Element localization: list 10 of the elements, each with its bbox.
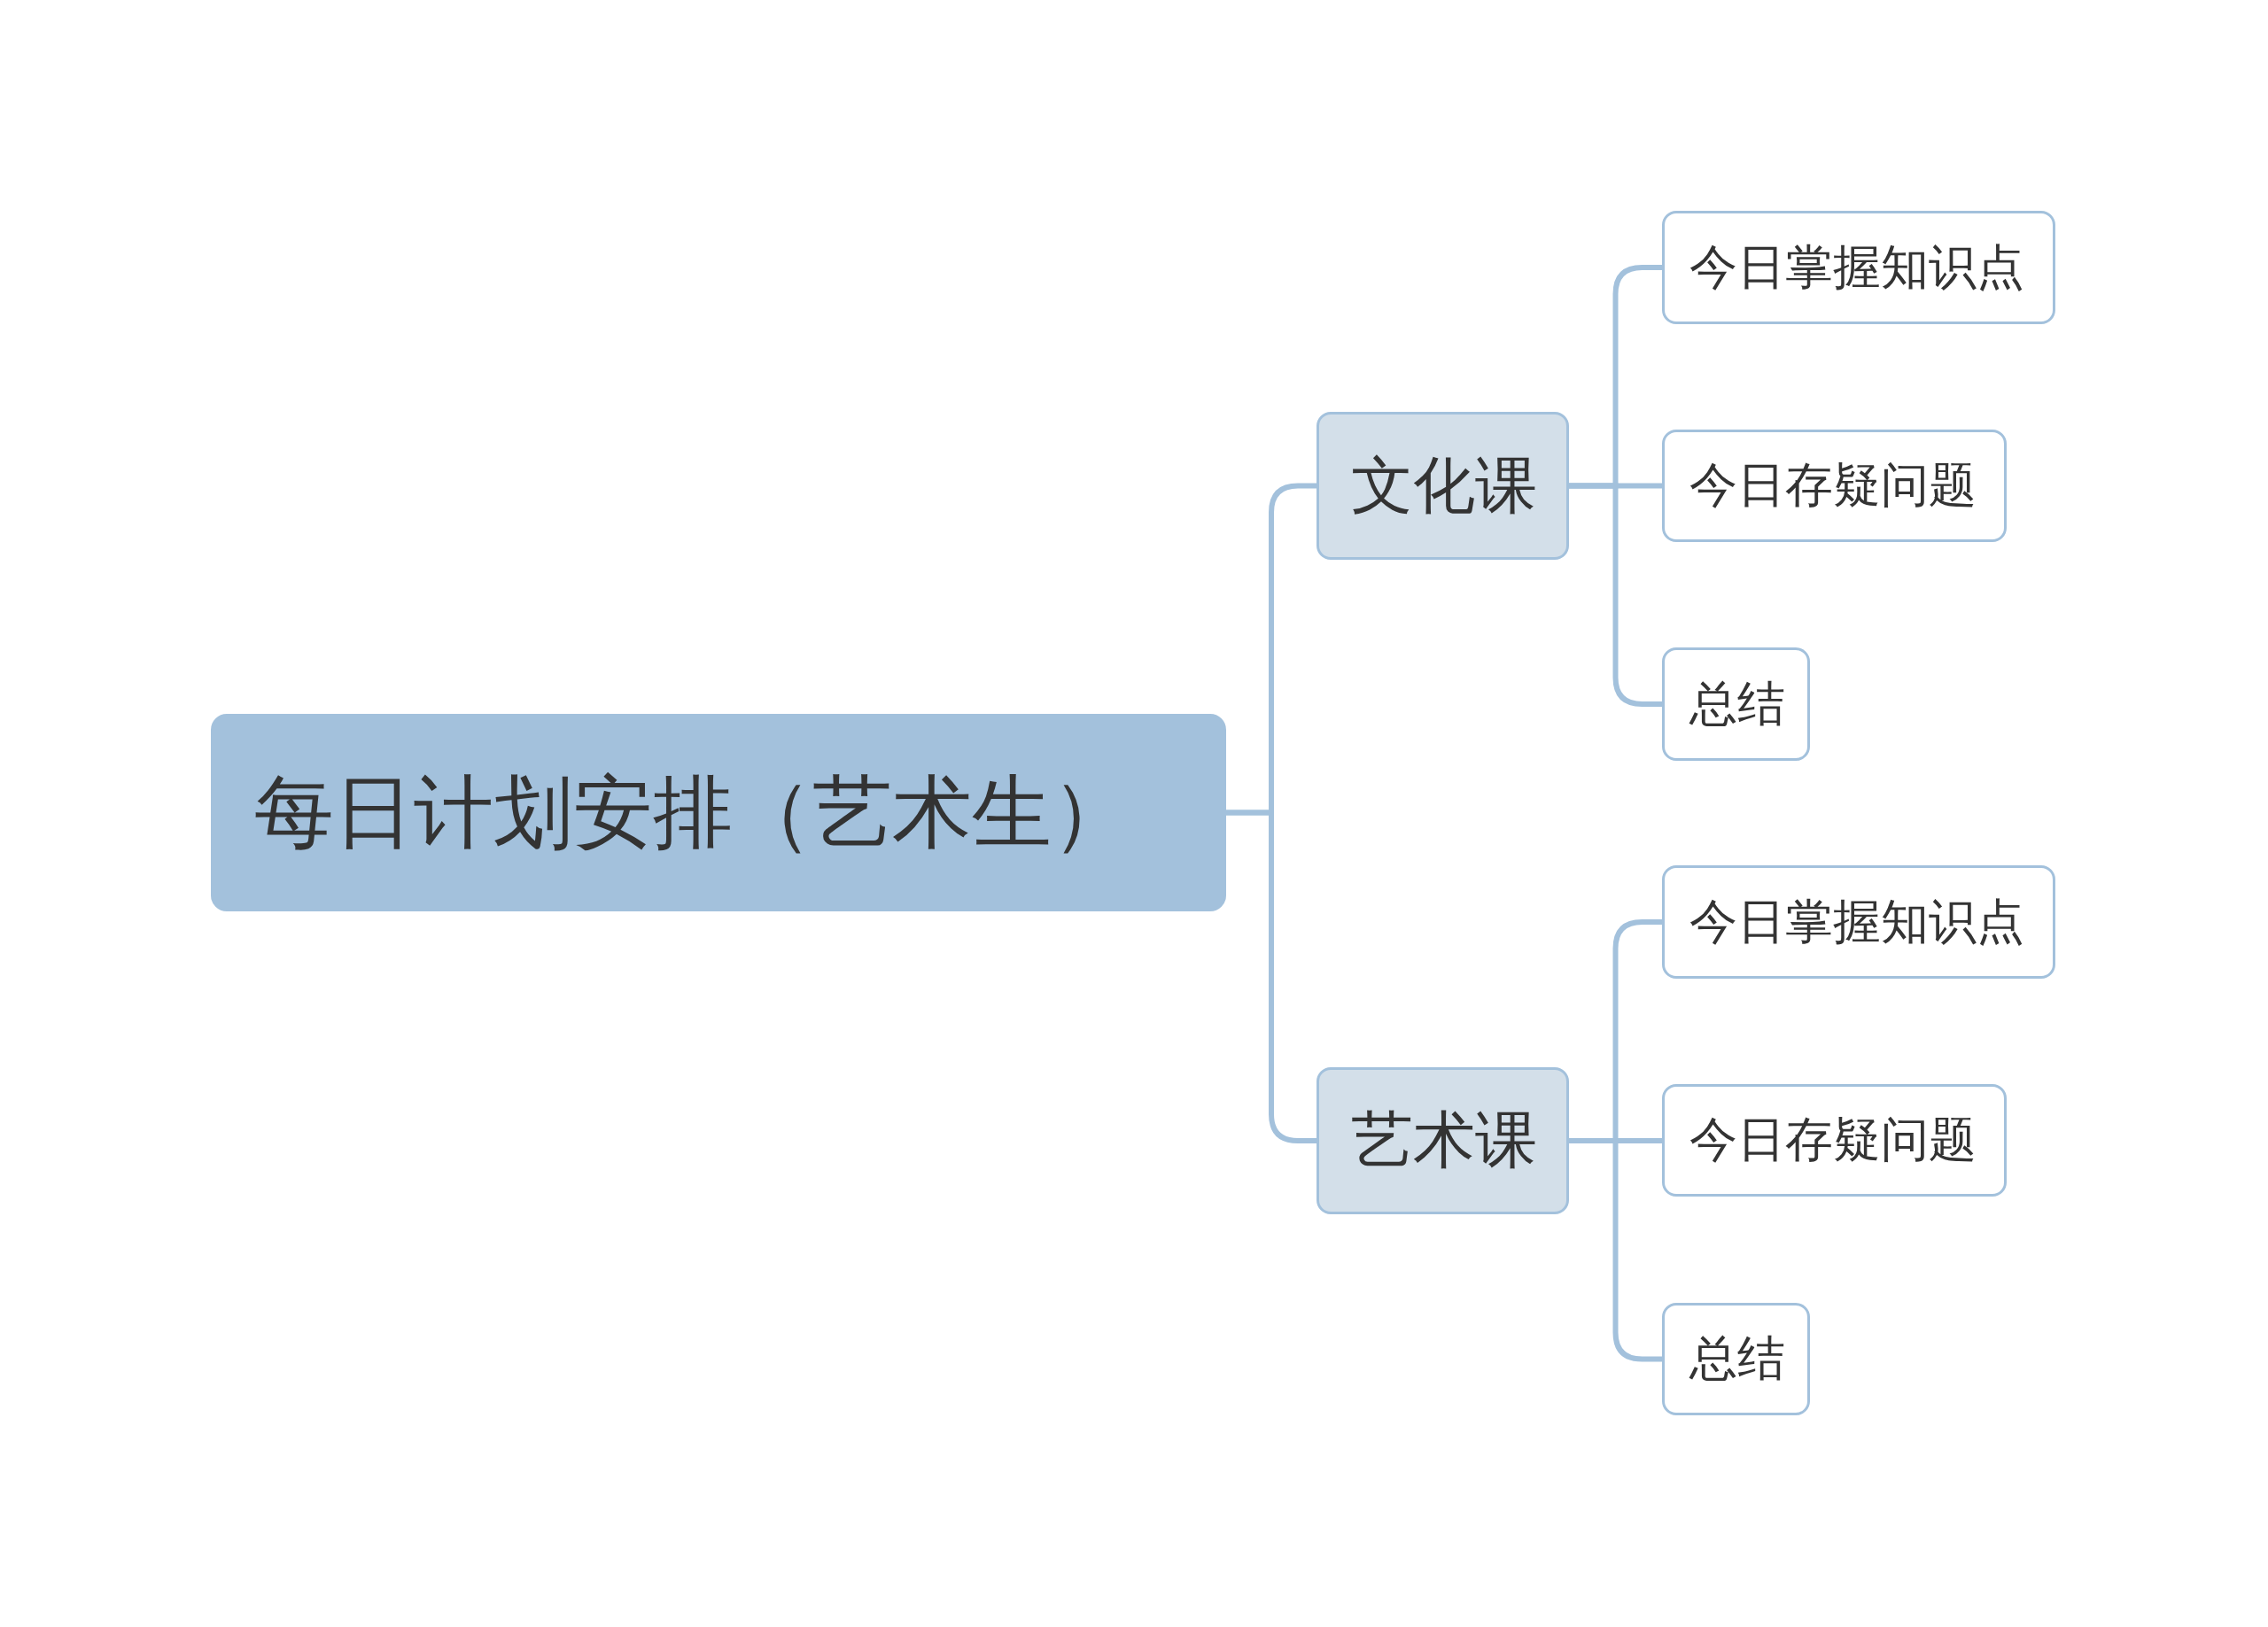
root-topic-box: 每日计划安排（艺术生）	[211, 714, 1226, 911]
subtopic-box: 今日存疑问题	[1662, 1084, 2007, 1197]
topic-box: 艺术课	[1317, 1067, 1569, 1214]
connector-line	[1566, 1138, 1665, 1362]
topic-box: 文化课	[1317, 412, 1569, 560]
subtopic-box: 总结	[1662, 647, 1810, 761]
subtopic-box: 今日掌握知识点	[1662, 211, 2055, 324]
subtopic-box: 今日掌握知识点	[1662, 865, 2055, 979]
subtopic-box: 今日存疑问题	[1662, 430, 2007, 542]
subtopic-box: 总结	[1662, 1303, 1810, 1415]
